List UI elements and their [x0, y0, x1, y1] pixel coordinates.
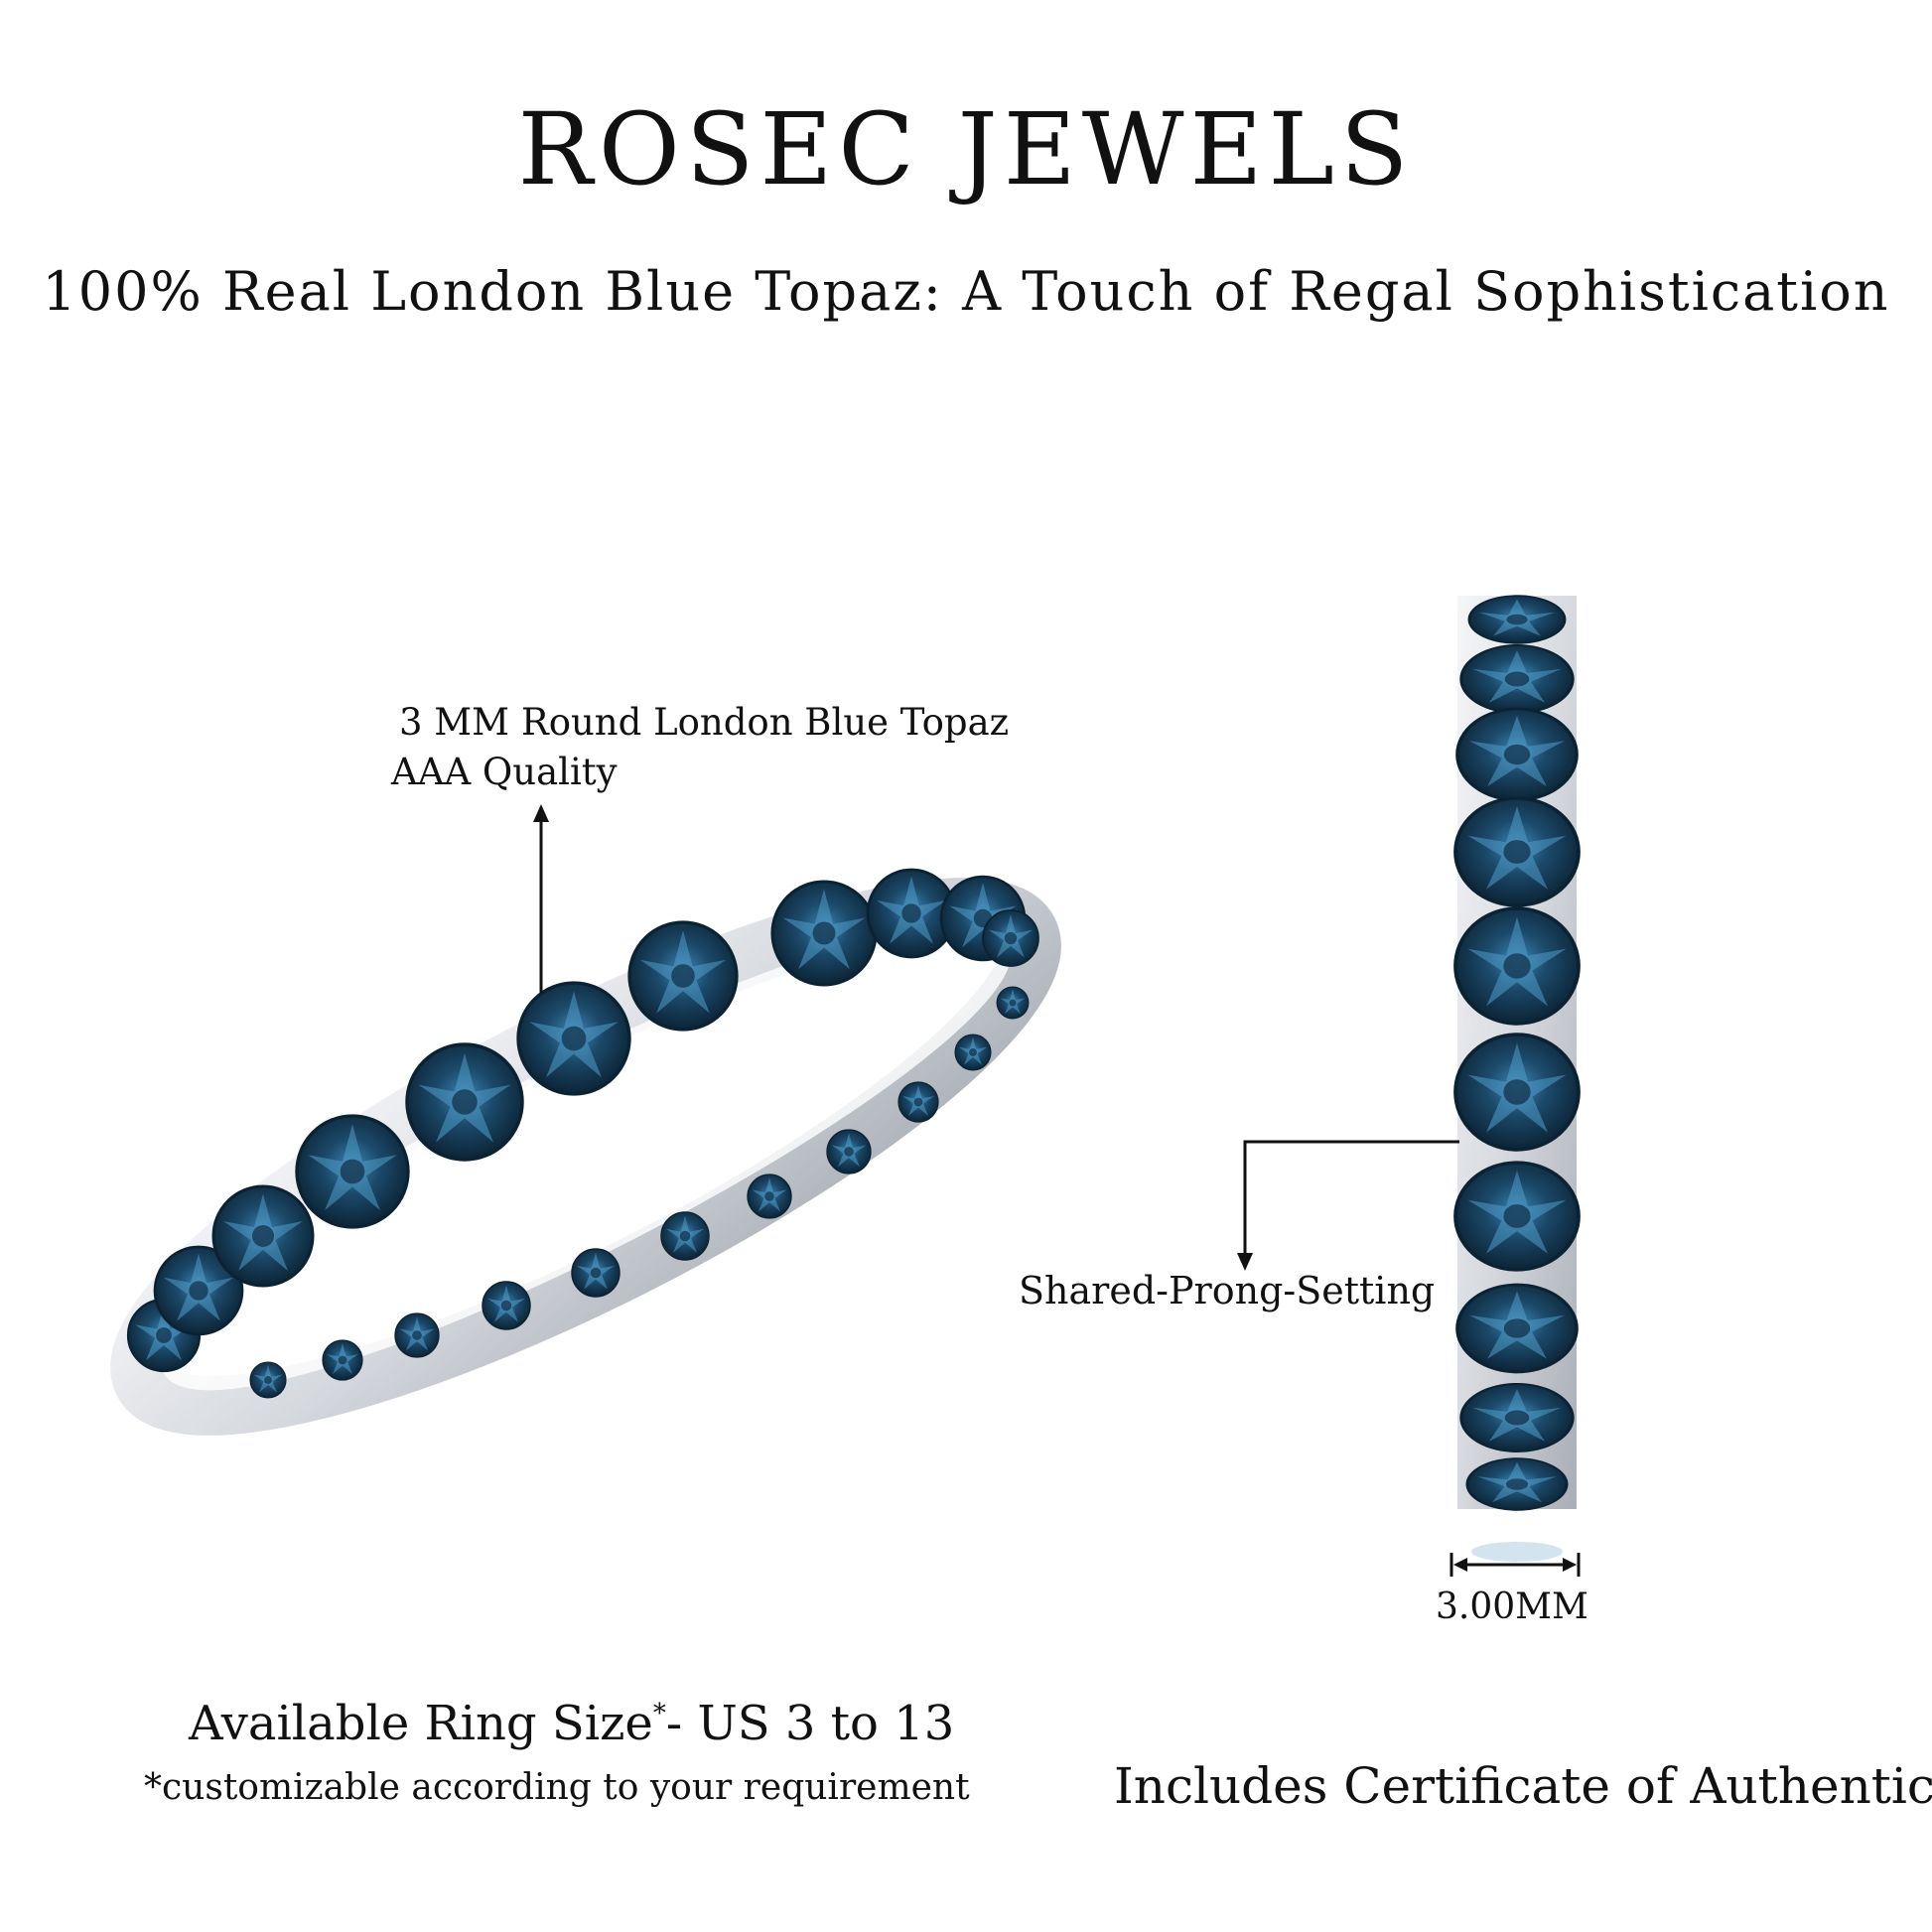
stone-spec-label: 3 MM Round London Blue Topaz [399, 701, 1010, 744]
tagline: 100% Real London Blue Topaz: A Touch of … [42, 260, 1890, 323]
width-dimension [1449, 1553, 1581, 1577]
ring-size-range: - US 3 to 13 [665, 1696, 955, 1751]
ring-size-line: Available Ring Size*- US 3 to 13 [189, 1696, 954, 1751]
setting-callout-arrow [1237, 1140, 1459, 1271]
ring-size-prefix: Available Ring Size [189, 1696, 653, 1751]
stone-quality-label: AAA Quality [391, 751, 618, 793]
certificate-label: Includes Certificate of Authenticity [1114, 1757, 1932, 1815]
width-label: 3.00MM [1436, 1587, 1588, 1627]
brand-title: ROSEC JEWELS [517, 91, 1415, 207]
customization-note: *customizable according to your requirem… [144, 1767, 970, 1808]
ring-size-asterisk: * [652, 1699, 666, 1728]
ring-side-view [1455, 596, 1579, 1562]
stone-callout-arrow [533, 804, 549, 993]
setting-label: Shared-Prong-Setting [1019, 1269, 1436, 1312]
